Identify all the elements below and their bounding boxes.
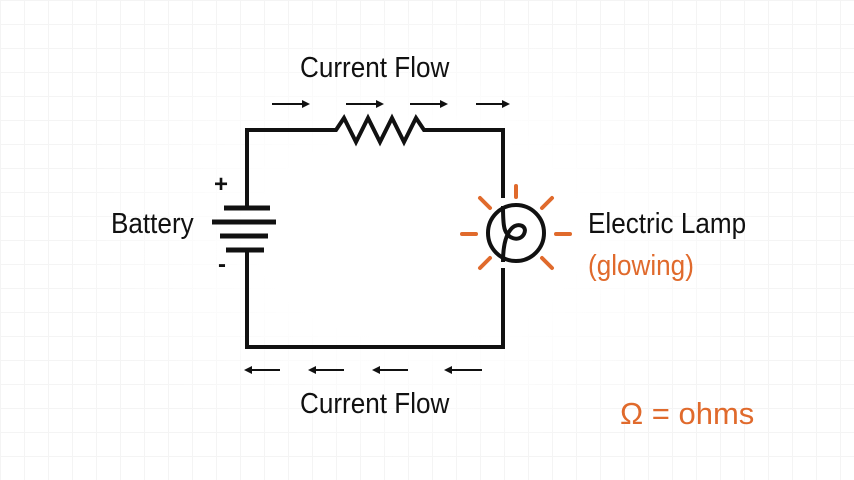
glow-ray-se [540,256,554,270]
circuit-wires [245,128,505,349]
battery-symbol [212,205,276,253]
battery-label: Battery [111,208,194,240]
arrow-left [244,366,280,374]
glow-ray-ne [540,196,554,210]
current-flow-label-top: Current Flow [300,52,450,84]
arrow-left [308,366,344,374]
current-flow-label-bottom: Current Flow [300,388,450,420]
lamp-glow-rays [460,184,572,270]
arrow-right [410,100,448,108]
glow-ray-nw [478,196,492,210]
resistor-symbol [322,113,435,147]
current-arrows-top [272,100,510,108]
arrow-right [346,100,384,108]
wire-top-right [433,128,505,198]
arrow-right [272,100,310,108]
ohms-note: Ω = ohms [620,396,755,431]
current-arrows-bottom [244,366,482,374]
arrow-right [476,100,510,108]
arrow-left [372,366,408,374]
glow-ray-sw [478,256,492,270]
lamp-state-label: (glowing) [588,250,694,282]
battery-plus-sign: + [214,171,229,198]
lamp-bulb [486,203,546,263]
lamp-symbol [486,203,546,263]
wire-right-lower [245,249,505,349]
arrow-left [444,366,482,374]
lamp-filament [501,205,527,263]
battery-minus-sign: - [218,251,226,278]
lamp-label: Electric Lamp [588,208,747,240]
